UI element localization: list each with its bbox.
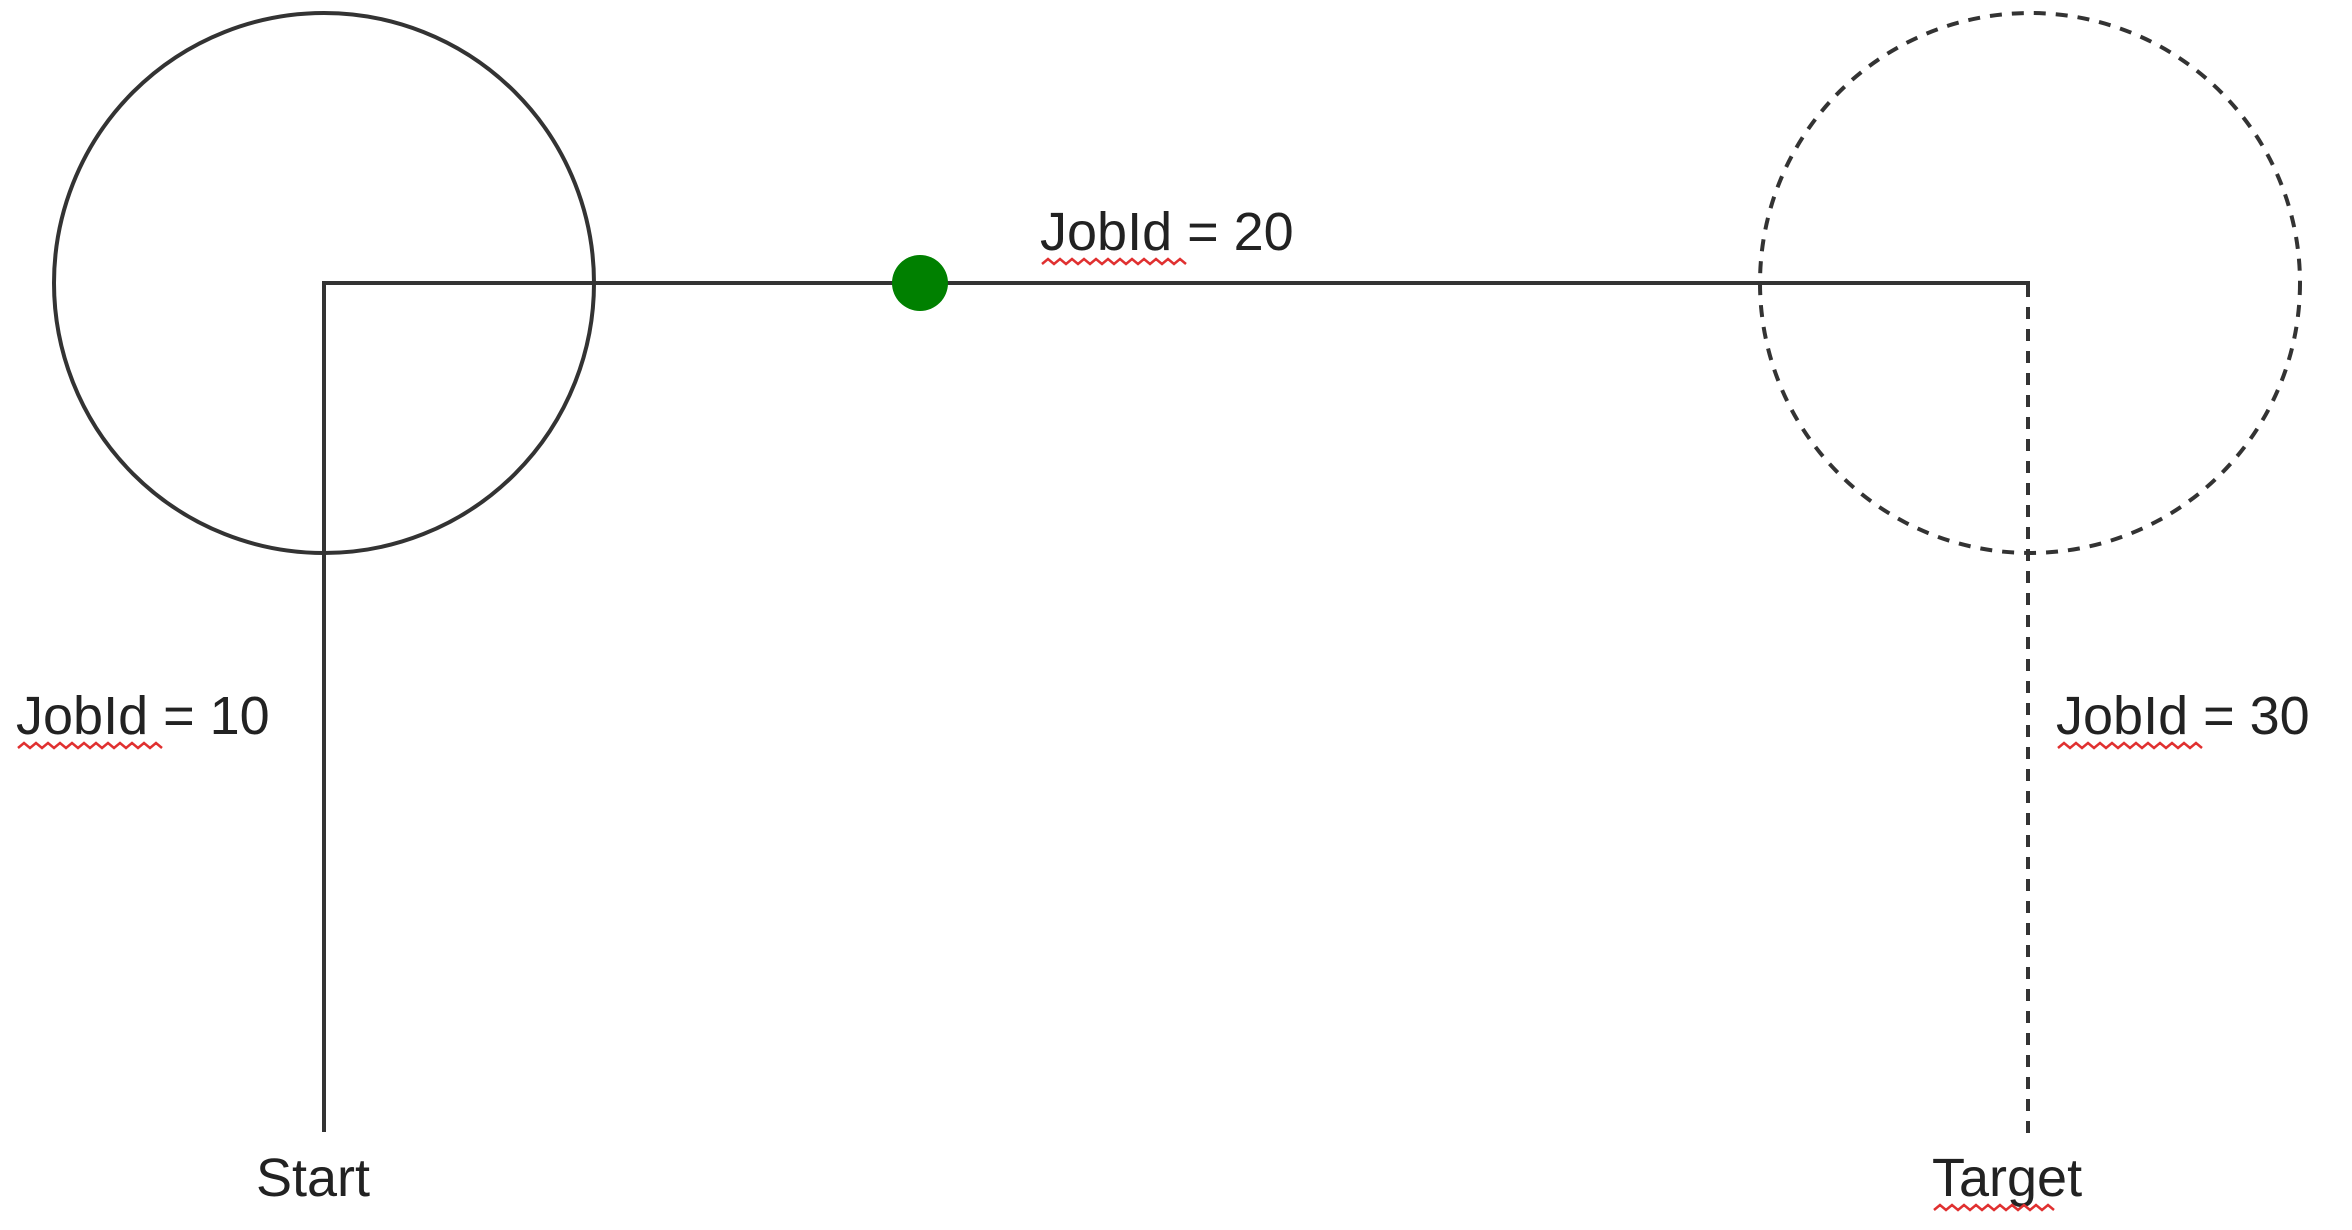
label-job-20: JobId = 20 [1040, 202, 1294, 262]
label-start: Start [256, 1148, 370, 1208]
spellcheck-underline-job-30 [2057, 741, 2203, 750]
spellcheck-underline-target [1933, 1203, 2055, 1212]
spellcheck-underline-job-10 [17, 741, 163, 750]
label-target: Target [1932, 1148, 2082, 1208]
label-job-10: JobId = 10 [16, 686, 270, 746]
current-position-marker [892, 255, 948, 311]
label-job-30: JobId = 30 [2056, 686, 2310, 746]
spellcheck-underline-job-20 [1041, 257, 1187, 266]
